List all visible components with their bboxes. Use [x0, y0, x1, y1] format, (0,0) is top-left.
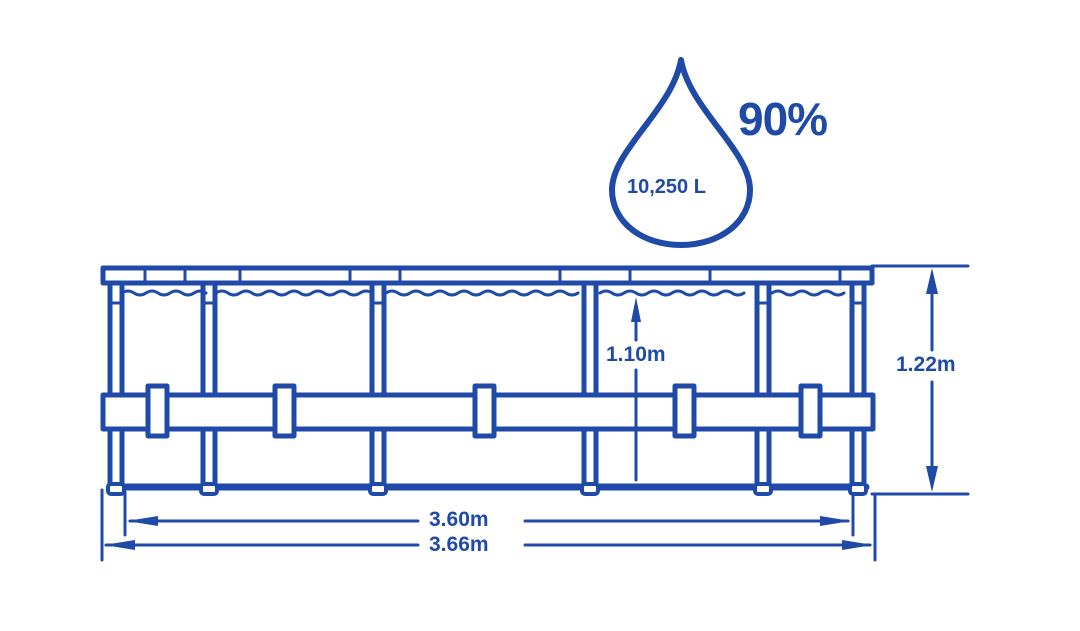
frame-posts — [107, 280, 867, 493]
water-height-label: 1.10m — [606, 343, 666, 367]
wall-height-dimension — [870, 264, 970, 496]
water-drop-icon — [609, 57, 753, 248]
fill-level-label: 90% — [738, 93, 828, 145]
diameter-dimensions — [100, 488, 877, 562]
belt-buckles — [145, 383, 823, 439]
outer-diameter-label: 3.66m — [423, 533, 495, 557]
top-rail — [100, 265, 875, 286]
water-volume-label: 10,250 L — [627, 176, 706, 198]
inner-diameter-label: 3.60m — [423, 508, 495, 532]
water-surface-line — [120, 289, 846, 297]
wall-height-label: 1.22m — [896, 353, 956, 377]
